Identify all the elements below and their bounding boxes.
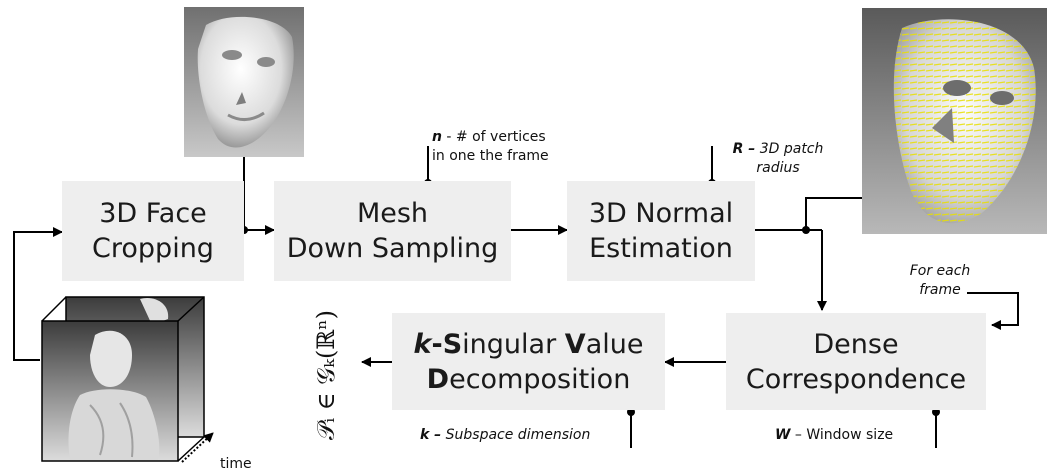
mesh-downsampling-line1: Mesh bbox=[356, 198, 429, 229]
dense-correspondence-line1: Dense bbox=[813, 328, 899, 360]
n-note: n - # of vertices in one the frame bbox=[432, 129, 549, 164]
normal-estimation-box: 3D Normal Estimation bbox=[567, 181, 755, 281]
normal-estimation-line1: 3D Normal bbox=[588, 198, 734, 229]
loop-arrow bbox=[13, 227, 63, 361]
face-cropping-box: 3D Face Cropping bbox=[62, 181, 244, 281]
time-label: time bbox=[220, 456, 252, 472]
frame-note: For each frame bbox=[909, 263, 971, 298]
time-arrow bbox=[181, 432, 214, 463]
normal-estimation-line2: Estimation bbox=[589, 233, 733, 264]
frame-loop-arrow bbox=[967, 292, 1019, 330]
video-cube bbox=[40, 295, 220, 465]
face-cropping-line2: Cropping bbox=[92, 233, 214, 264]
output-formula-text: 𝒫ᵢ ∈ 𝒢ₖ(ℝⁿ) bbox=[312, 309, 340, 441]
ksvd-line2: Decomposition bbox=[426, 363, 631, 395]
k-note: k – Subspace dimension bbox=[420, 427, 591, 443]
mesh-downsampling-line2: Down Sampling bbox=[286, 233, 499, 264]
ksvd-line1: k-Singular Value bbox=[413, 328, 644, 360]
cropped-face-image bbox=[184, 7, 304, 157]
face-cropping-line1: 3D Face bbox=[99, 198, 207, 229]
mesh-downsampling-box: Mesh Down Sampling bbox=[274, 181, 511, 281]
w-note: W – Window size bbox=[775, 427, 894, 443]
dense-correspondence-line2: Correspondence bbox=[745, 363, 967, 395]
output-formula: 𝒫ᵢ ∈ 𝒢ₖ(ℝⁿ) bbox=[306, 305, 346, 445]
r-note: R – 3D patch radius bbox=[732, 141, 824, 176]
normal-field-image bbox=[862, 8, 1047, 234]
normal-image-connector bbox=[805, 197, 862, 230]
ksvd-box: k-Singular Value Decomposition bbox=[392, 313, 665, 410]
dense-correspondence-box: Dense Correspondence bbox=[726, 313, 986, 410]
